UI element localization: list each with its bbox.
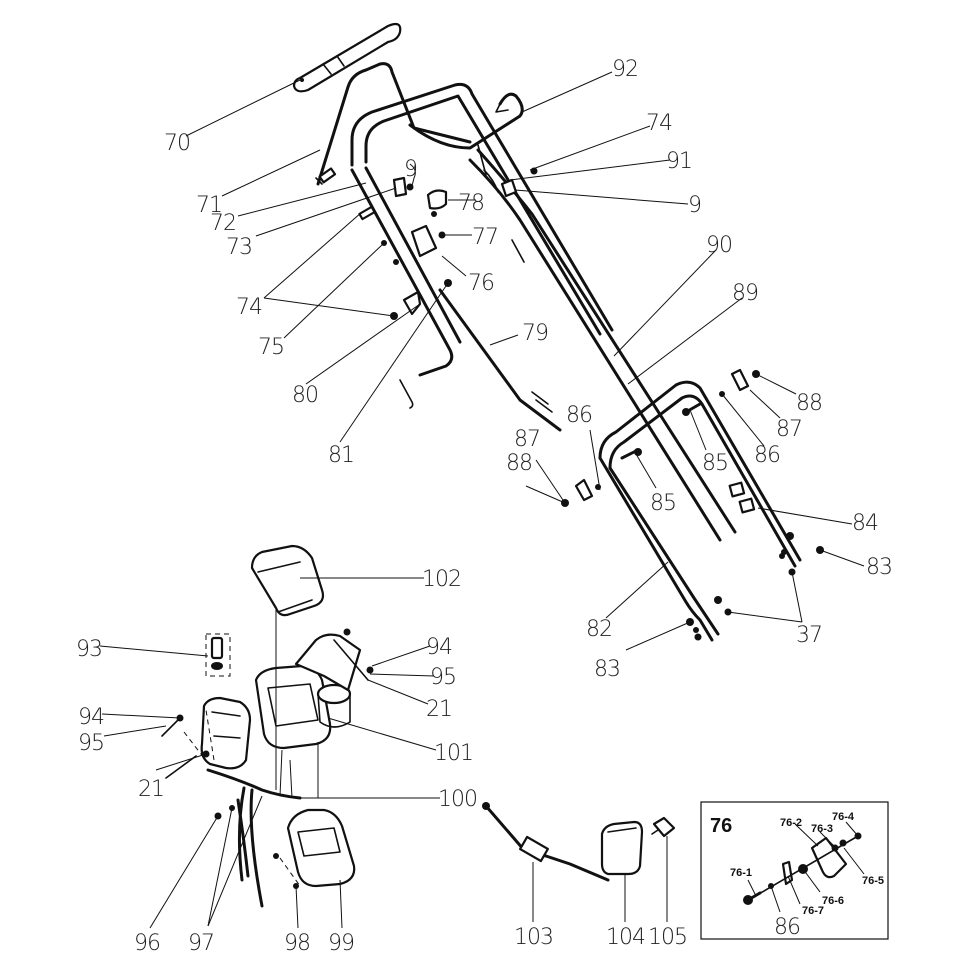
part-76-77-78-switch	[410, 189, 448, 258]
part-103-power-cord	[482, 802, 610, 882]
label-91: 91	[666, 149, 692, 174]
inset-label-76-5: 76-5	[862, 875, 884, 887]
label-94-left: 94	[78, 705, 104, 730]
label-70: 70	[164, 131, 190, 156]
part-80-bracket	[390, 290, 422, 320]
part-92-upper-handle	[350, 82, 614, 336]
part-91-9-fasteners	[500, 167, 538, 198]
label-73: 73	[226, 235, 252, 260]
inset-label-76-6: 76-6	[822, 895, 844, 907]
part-labels: 70 71 72 73 74 75 80 81 9 78 77 76 79 92…	[76, 57, 893, 956]
label-93: 93	[76, 637, 102, 662]
label-80: 80	[292, 383, 318, 408]
label-75: 75	[258, 335, 284, 360]
label-97: 97	[188, 931, 214, 956]
label-77: 77	[472, 225, 498, 250]
part-70-handle-grip	[292, 22, 402, 93]
inset-frame	[700, 801, 889, 940]
label-89: 89	[732, 281, 758, 306]
inset-label-76-3: 76-3	[811, 823, 833, 835]
part-102-cover	[250, 544, 325, 617]
part-82-lower-handle	[598, 380, 802, 642]
label-87-right: 87	[776, 417, 802, 442]
label-72: 72	[210, 211, 236, 236]
label-78: 78	[458, 191, 484, 216]
label-96: 96	[134, 931, 160, 956]
part-72-73-74-fasteners	[358, 176, 414, 265]
label-100: 100	[438, 787, 477, 812]
label-84: 84	[852, 511, 878, 536]
label-102: 102	[422, 567, 461, 592]
label-74-right: 74	[646, 111, 672, 136]
label-9-right: 9	[688, 193, 701, 218]
label-90: 90	[706, 233, 732, 258]
label-99: 99	[328, 931, 354, 956]
label-86-right: 86	[754, 443, 780, 468]
part-93-plug	[205, 633, 231, 677]
part-79-control-cable	[438, 279, 562, 432]
label-74: 74	[236, 295, 262, 320]
part-100-wire-harness	[206, 768, 302, 908]
part-87-knob-left	[561, 478, 601, 507]
label-88-right: 88	[796, 391, 822, 416]
label-82: 82	[586, 617, 612, 642]
label-79: 79	[522, 321, 548, 346]
inset-detail-76: 76 76-1 76-2 76-3 76-4 76-5 76-6 76-7 86	[700, 801, 889, 940]
part-99-base-plate	[273, 808, 356, 889]
label-103: 103	[514, 925, 553, 950]
part-105-safety-key	[651, 816, 676, 838]
label-98: 98	[284, 931, 310, 956]
label-101: 101	[434, 741, 473, 766]
label-95-left: 95	[78, 731, 104, 756]
label-85-right: 85	[702, 451, 728, 476]
part-83-37-nuts-washers	[686, 532, 824, 641]
inset-label-76-1: 76-1	[730, 867, 752, 879]
label-81: 81	[328, 443, 354, 468]
label-76: 76	[468, 271, 494, 296]
label-86-left: 86	[566, 403, 592, 428]
part-104-battery	[600, 820, 644, 876]
part-71-bail-bar	[315, 62, 472, 186]
inset-label-76-4: 76-4	[832, 811, 855, 823]
label-21-left: 21	[138, 777, 164, 802]
label-21-right: 21	[426, 697, 452, 722]
part-84-cable-clips	[728, 481, 756, 514]
inset-label-76-2: 76-2	[780, 817, 802, 829]
part-85-bolts	[620, 402, 702, 460]
part-left-switch-box	[200, 696, 252, 770]
label-83-right: 83	[866, 555, 892, 580]
part-upper-left-tube	[350, 166, 462, 409]
part-101-motor-housing	[254, 633, 362, 750]
label-105: 105	[648, 925, 687, 950]
inset-label-76-7: 76-7	[802, 905, 824, 917]
label-95-right: 95	[430, 665, 456, 690]
label-88-left: 88	[506, 451, 532, 476]
label-92: 92	[612, 57, 638, 82]
label-85-left: 85	[650, 491, 676, 516]
inset-title: 76	[710, 815, 732, 837]
leader-lines	[99, 71, 865, 929]
label-83-left: 83	[594, 657, 620, 682]
inset-label-86: 86	[774, 915, 800, 940]
label-37: 37	[796, 623, 822, 648]
label-94-right: 94	[426, 635, 452, 660]
label-104: 104	[606, 925, 645, 950]
label-9-left: 9	[404, 157, 417, 182]
label-87-left: 87	[514, 427, 540, 452]
label-71: 71	[196, 193, 222, 218]
